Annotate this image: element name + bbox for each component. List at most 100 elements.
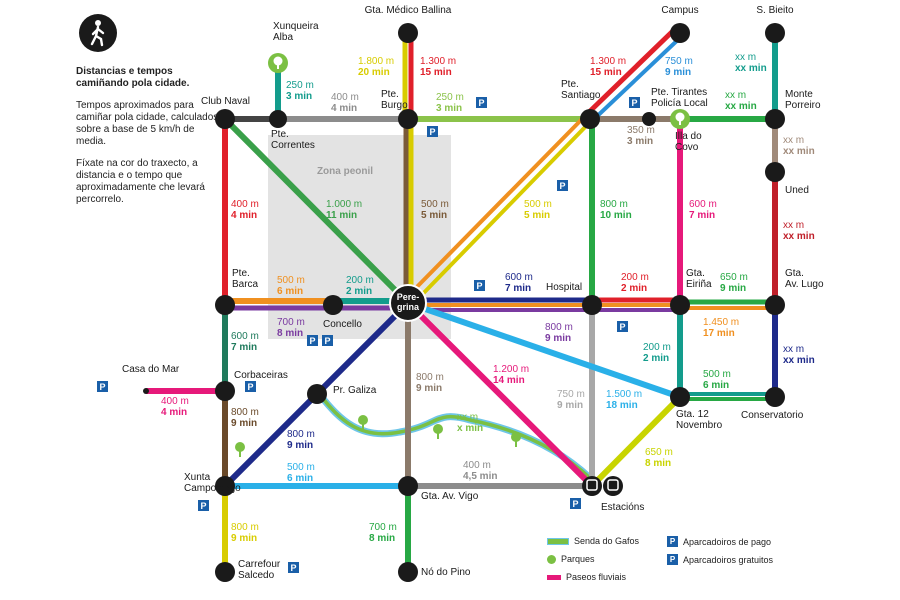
station-pte-santiago[interactable]	[580, 109, 600, 129]
route-distance-12nov-conservatorio: 500 m	[703, 369, 731, 380]
route-distance-eirina-12nov: 200 m	[643, 342, 671, 353]
station-pte-burgo[interactable]	[398, 109, 418, 129]
station-label-pte-correntes: Correntes	[271, 140, 315, 151]
legend-parques: Parques	[547, 554, 595, 564]
route-distance-galiza-xunta: 800 m	[287, 429, 315, 440]
station-corbaceiras[interactable]	[215, 381, 235, 401]
route-time-hospital-eirina: 2 min	[621, 283, 647, 294]
station-label-pte-barca: Barca	[232, 279, 259, 290]
route-time-campus: 15 min	[590, 67, 622, 78]
route-distance-bieito: xx m	[735, 52, 756, 63]
station-hospital[interactable]	[582, 295, 602, 315]
bus-icon	[607, 479, 619, 491]
station-xunqueira-alba[interactable]	[268, 53, 288, 73]
route-time-correntes-peregrina: 11 min	[326, 210, 357, 221]
legend-gratuitos: P Aparcadoiros gratuitos	[667, 554, 773, 565]
station-xunta-campolongo[interactable]	[215, 476, 235, 496]
station-pte-barca[interactable]	[215, 295, 235, 315]
station-gta-12-novembro[interactable]	[670, 387, 690, 407]
station-label-carrefour-salcedo: Salcedo	[238, 570, 275, 581]
route-distance-campus: 1.300 m	[590, 56, 626, 67]
intro-title: Distancias e tempos camiñando pola cidad…	[76, 66, 190, 89]
line-santiago-campus-red	[583, 26, 678, 118]
station-pr-galiza[interactable]	[307, 384, 327, 404]
route-distance-hospital-eirina: 200 m	[621, 272, 649, 283]
station-label-gta-eirina: Eiriña	[686, 279, 712, 290]
route-time-eirina-12nov: 2 min	[643, 353, 669, 364]
station-gta-eirina[interactable]	[670, 295, 690, 315]
route-distance-xunta-carrefour: 800 m	[231, 522, 259, 533]
station-label-no-do-pino: Nó do Pino	[421, 567, 471, 578]
station-conservatorio[interactable]	[765, 387, 785, 407]
legend-parking-paid-icon: P	[667, 536, 678, 547]
station-label-pte-correntes: Pte.	[271, 129, 289, 140]
station-illa-do-covo[interactable]	[670, 109, 690, 129]
station-label-pte-tirantes: Policía Local	[651, 98, 708, 109]
route-time-bieito: xx min	[735, 63, 767, 74]
svg-text:P: P	[324, 336, 330, 346]
svg-text:P: P	[478, 98, 484, 108]
legend: Senda do Gafos Parques Paseos fluviais P…	[547, 532, 793, 588]
station-campus[interactable]	[670, 23, 690, 43]
station-label-gta-av-lugo: Av. Lugo	[785, 279, 824, 290]
parking-icon: P	[288, 562, 299, 573]
station-gta-av-vigo[interactable]	[398, 476, 418, 496]
svg-text:P: P	[429, 127, 435, 137]
station-estacions[interactable]	[582, 476, 623, 496]
route-distance-club-barca: 400 m	[231, 199, 259, 210]
station-label-pr-galiza: Pr. Galiza	[333, 385, 377, 396]
route-time-casa-do-mar: 4 min	[161, 407, 187, 418]
station-label-campus: Campus	[661, 5, 698, 16]
route-time-ballina-burgo-top: 20 min	[358, 67, 390, 78]
station-no-do-pino[interactable]	[398, 562, 418, 582]
station-concello[interactable]	[323, 295, 343, 315]
station-pte-tirantes[interactable]	[642, 112, 656, 126]
route-time-hospital-estacions: 9 min	[557, 400, 583, 411]
station-club-naval[interactable]	[215, 109, 235, 129]
station-pte-correntes[interactable]	[269, 110, 287, 128]
parking-icon: P	[322, 335, 333, 346]
hub-peregrina[interactable]: Pere- grina	[389, 284, 427, 322]
station-uned[interactable]	[765, 162, 785, 182]
station-s-bieito[interactable]	[765, 23, 785, 43]
station-carrefour-salcedo[interactable]	[215, 562, 235, 582]
legend-pago: P Aparcadoiros de pago	[667, 536, 771, 547]
route-time-peregrina-estacions: 14 min	[493, 375, 525, 386]
route-time-senda: x min	[457, 423, 483, 434]
intro-text-2: Fíxate na cor do traxecto, a distancia e…	[76, 158, 205, 205]
parking-icon: P	[617, 321, 628, 332]
parking-icon: P	[629, 97, 640, 108]
station-label-pte-burgo: Pte.	[381, 89, 399, 100]
route-distance-hospital-estacions: 750 m	[557, 389, 585, 400]
line-santiago-campus-blue	[589, 33, 685, 124]
legend-tree-icon	[547, 554, 556, 564]
station-monte-porreiro[interactable]	[765, 109, 785, 129]
route-distance-12nov-estacions: 650 m	[645, 447, 673, 458]
route-time-barca-peregrina: 8 min	[277, 328, 303, 339]
legend-senda-label: Senda do Gafos	[574, 536, 640, 546]
route-distance-xunqueira: 250 m	[286, 80, 314, 91]
svg-text:P: P	[619, 322, 625, 332]
station-gta-medico-ballina[interactable]	[398, 23, 418, 43]
route-distance-ballina-burgo-top: 1.800 m	[358, 56, 394, 67]
svg-text:P: P	[99, 382, 105, 392]
station-label-club-naval: Club Naval	[201, 96, 250, 107]
route-time-xunqueira: 3 min	[286, 91, 312, 102]
svg-text:P: P	[200, 501, 206, 511]
route-distance-porreiro-uned: xx m	[783, 135, 804, 146]
train-icon	[586, 479, 598, 491]
station-label-illa-do-covo: Covo	[675, 142, 699, 153]
legend-gratuitos-label: Aparcadoiros gratuitos	[683, 554, 774, 565]
svg-text:P: P	[290, 563, 296, 573]
station-label-estacions: Estacións	[601, 502, 644, 513]
station-casa-do-mar-end[interactable]	[143, 388, 149, 394]
senda-do-gafos-path	[317, 392, 593, 481]
station-label-corbaceiras: Corbaceiras	[234, 370, 288, 381]
pedestrian-zone-label: Zona peonil	[317, 166, 373, 177]
route-time-peregrina-hospital-purple: 9 min	[545, 333, 571, 344]
station-label-hospital: Hospital	[546, 282, 582, 293]
station-gta-av-lugo[interactable]	[765, 295, 785, 315]
parking-icon: P	[570, 498, 581, 509]
legend-senda: Senda do Gafos	[547, 536, 639, 546]
station-label-casa-do-mar: Casa do Mar	[122, 364, 180, 375]
